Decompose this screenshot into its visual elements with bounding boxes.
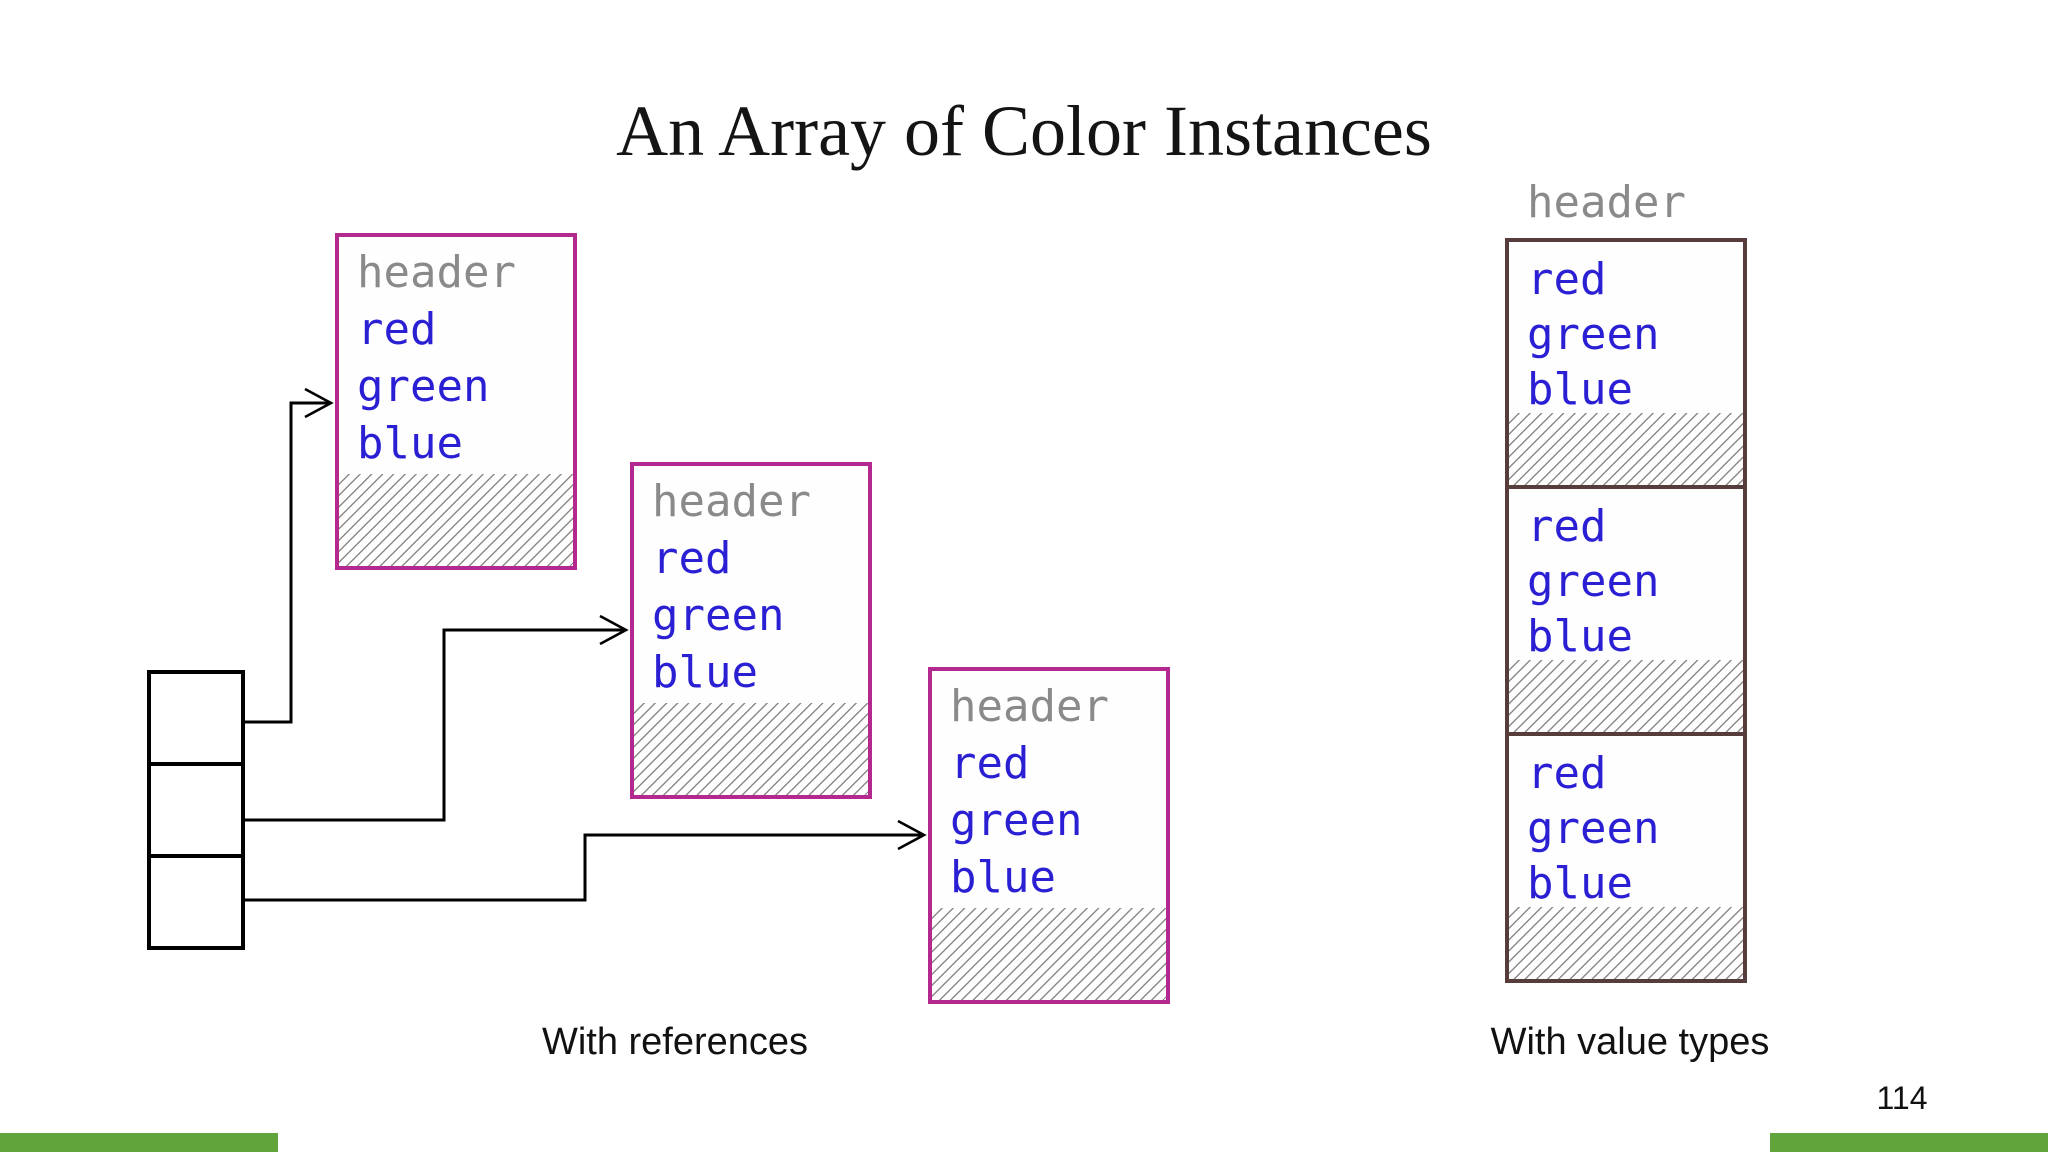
field-red: red <box>950 738 1030 789</box>
array-cell-2 <box>147 762 245 858</box>
field-red: red <box>1527 254 1607 305</box>
slide-title: An Array of Color Instances <box>616 91 1432 171</box>
unused-memory-hatch <box>634 703 868 795</box>
field-green: green <box>1527 309 1660 360</box>
field-blue: blue <box>1527 858 1633 909</box>
accent-bar-left <box>0 1133 278 1152</box>
value-box-header-label: header <box>1527 177 1686 228</box>
color-instance-box-3: header red green blue <box>928 667 1170 1004</box>
arrow-to-box-1 <box>245 387 334 724</box>
value-array-box: red green blue red green blue red green … <box>1505 238 1747 983</box>
field-blue: blue <box>652 647 758 698</box>
color-instance-box-1: header red green blue <box>335 233 577 570</box>
array-cell-1 <box>147 670 245 766</box>
field-green: green <box>1527 803 1660 854</box>
accent-bar-right <box>1770 1133 2048 1152</box>
unused-memory-hatch <box>339 474 573 566</box>
field-red: red <box>357 304 437 355</box>
color-instance-box-2: header red green blue <box>630 462 872 799</box>
arrow-to-box-3 <box>245 819 927 902</box>
field-red: red <box>652 533 732 584</box>
unused-memory-hatch <box>1509 413 1743 485</box>
value-element-2: red green blue <box>1509 485 1743 732</box>
field-green: green <box>357 361 490 412</box>
unused-memory-hatch <box>1509 660 1743 732</box>
value-element-1: red green blue <box>1509 242 1743 485</box>
field-blue: blue <box>357 418 463 469</box>
field-blue: blue <box>1527 611 1633 662</box>
field-green: green <box>652 590 785 641</box>
object-header-label: header <box>357 247 516 298</box>
unused-memory-hatch <box>932 908 1166 1000</box>
field-blue: blue <box>950 852 1056 903</box>
pointer-array <box>147 670 245 950</box>
caption-with-value-types: With value types <box>1490 1021 1770 1063</box>
field-red: red <box>1527 501 1607 552</box>
field-green: green <box>950 795 1083 846</box>
field-blue: blue <box>1527 364 1633 415</box>
caption-with-references: With references <box>541 1021 809 1063</box>
object-header-label: header <box>950 681 1109 732</box>
array-cell-3 <box>147 854 245 950</box>
unused-memory-hatch <box>1509 907 1743 979</box>
field-green: green <box>1527 556 1660 607</box>
page-number: 114 <box>1876 1080 1928 1116</box>
object-header-label: header <box>652 476 811 527</box>
field-red: red <box>1527 748 1607 799</box>
value-element-3: red green blue <box>1509 732 1743 979</box>
arrow-to-box-2 <box>245 614 629 822</box>
